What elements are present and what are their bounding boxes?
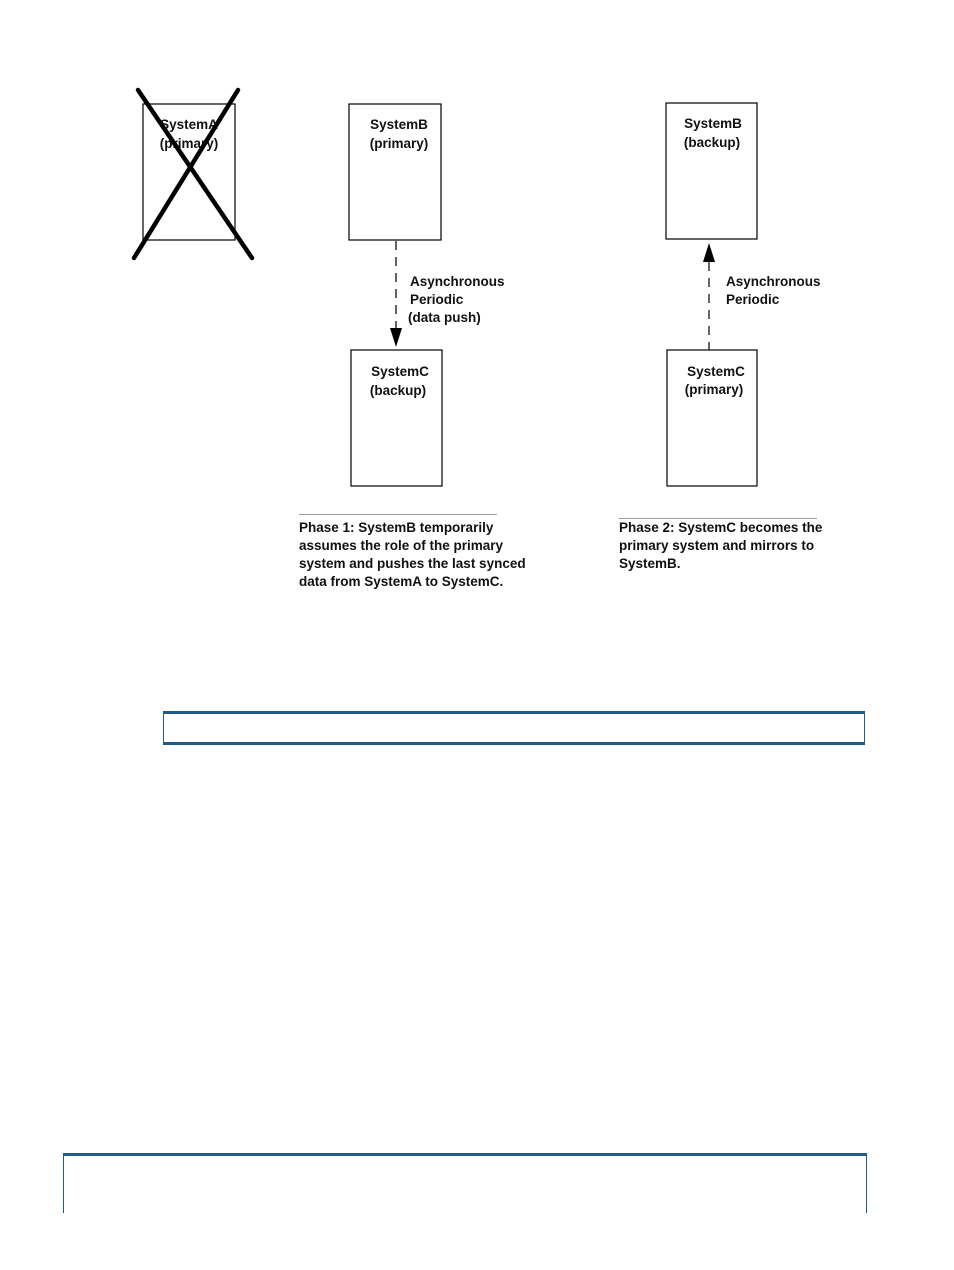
phase1-systemc-box: [350, 349, 443, 487]
phase1-edge-label-1: Asynchronous: [410, 274, 505, 289]
caption-phase1: Phase 1: SystemB temporarily assumes the…: [299, 519, 526, 591]
node-phase1-systemb: SystemB (primary): [348, 103, 442, 241]
phase2-systemb-role: (backup): [684, 135, 740, 150]
section-bar: [163, 711, 865, 745]
phase2-systemc-role: (primary): [685, 382, 744, 397]
phase2-systemb-box: [665, 102, 758, 240]
phase2-edge-label-2: Periodic: [726, 292, 780, 307]
caption-phase1-line: assumes the role of the primary: [299, 538, 504, 553]
phase1-edge-label-3: (data push): [408, 310, 481, 325]
phase2-systemc-box: [666, 349, 758, 487]
caption-phase2: Phase 2: SystemC becomes the primary sys…: [619, 519, 822, 573]
caption-phase1-line: data from SystemA to SystemC.: [299, 574, 504, 589]
phase1-edge-label-2: Periodic: [410, 292, 464, 307]
caption-rule-phase1: [299, 514, 497, 515]
system-a-name: SystemA: [160, 117, 218, 132]
node-phase2-systemc: SystemC (primary): [666, 349, 758, 487]
phase1-systemc-name: SystemC: [371, 364, 429, 379]
caption-rule-phase2: [619, 518, 817, 519]
edge-phase1: Asynchronous Periodic (data push): [390, 241, 505, 347]
edge-phase2: Asynchronous Periodic: [703, 243, 821, 350]
phase2-systemb-name: SystemB: [684, 116, 742, 131]
phase1-systemb-box: [348, 103, 442, 241]
caption-phase2-line: SystemB.: [619, 556, 681, 571]
phase1-systemb-role: (primary): [370, 136, 429, 151]
node-system-a: SystemA (primary): [131, 87, 255, 261]
phase1-systemc-role: (backup): [370, 383, 426, 398]
node-phase1-systemc: SystemC (backup): [350, 349, 443, 487]
failover-diagram: SystemA (primary) SystemB (primary) Asyn…: [131, 87, 821, 487]
arrow-down-icon: [390, 328, 402, 347]
phase2-edge-label-1: Asynchronous: [726, 274, 821, 289]
cross-icon: [131, 87, 255, 261]
phase1-systemb-name: SystemB: [370, 117, 428, 132]
caption-phase2-line: Phase 2: SystemC becomes the: [619, 520, 823, 535]
caption-phase2-line: primary system and mirrors to: [619, 538, 815, 553]
arrow-up-icon: [703, 243, 715, 262]
caption-phase1-line: Phase 1: SystemB temporarily: [299, 520, 494, 535]
caption-phase1-line: system and pushes the last synced: [299, 556, 526, 571]
node-phase2-systemb: SystemB (backup): [665, 102, 758, 240]
footer-frame: [63, 1153, 867, 1213]
system-a-box: [142, 103, 236, 241]
phase2-systemc-name: SystemC: [687, 364, 745, 379]
